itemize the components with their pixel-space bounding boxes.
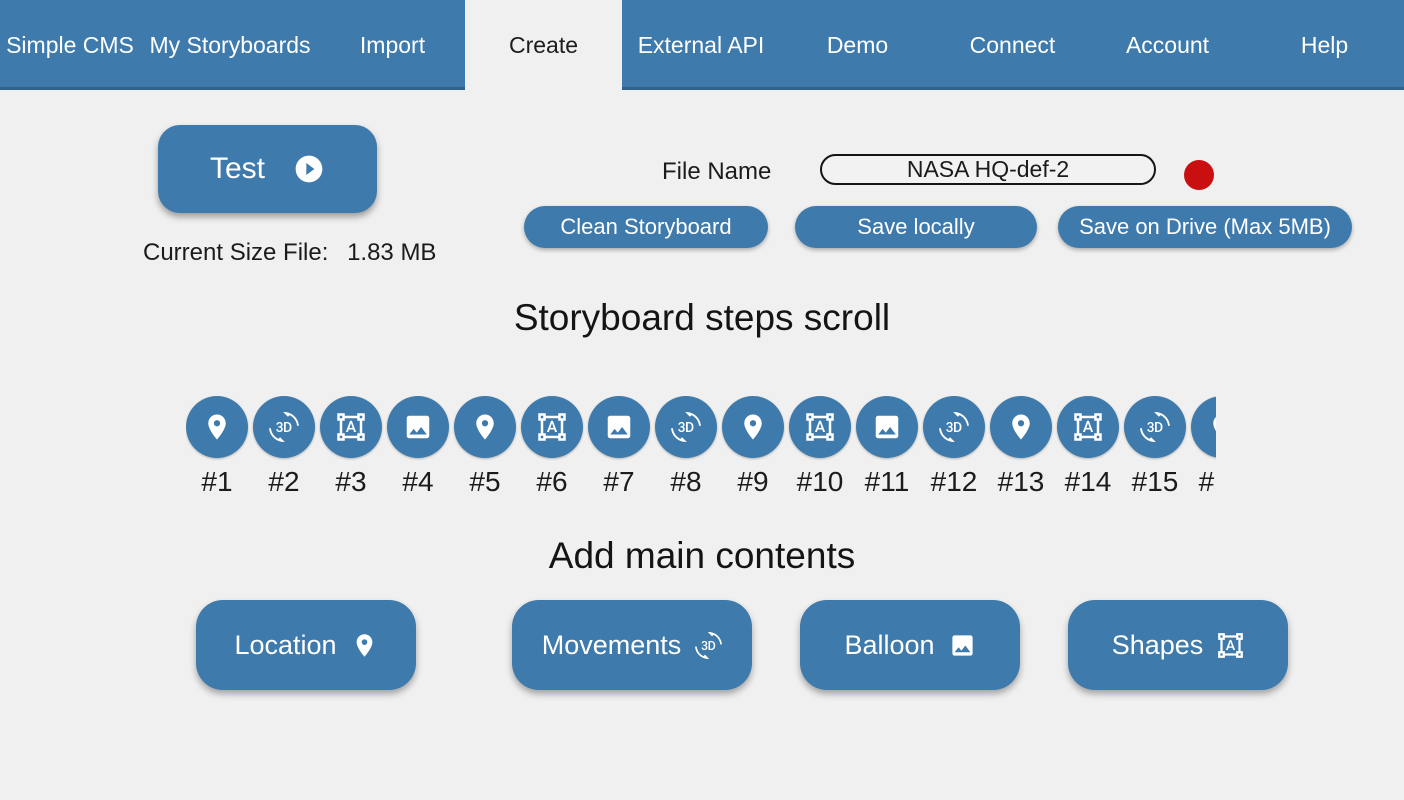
3d-rotation-icon[interactable] (1124, 396, 1186, 458)
step-label: #5 (469, 466, 501, 497)
shapes-button[interactable]: Shapes (1068, 600, 1288, 690)
balloon-button[interactable]: Balloon (800, 600, 1020, 690)
step-item: #14 (1057, 396, 1119, 501)
step-label: #10 (796, 466, 844, 497)
step-item: #6 (521, 396, 583, 501)
step-label: #12 (930, 466, 978, 497)
movements-button[interactable]: Movements (512, 600, 752, 690)
step-item: #10 (789, 396, 851, 501)
step-item: #4 (387, 396, 449, 501)
content-button-label: Shapes (1111, 629, 1204, 660)
nav-item-import[interactable]: Import (359, 31, 426, 58)
save-on-drive-button[interactable]: Save on Drive (Max 5MB) (1058, 206, 1352, 248)
current-size-value: 1.83 MB (347, 239, 437, 266)
step-item: #9 (722, 396, 784, 501)
nav-item-account[interactable]: Account (1125, 31, 1210, 58)
step-label: #6 (536, 466, 568, 497)
storyboard-steps-title: Storyboard steps scroll (513, 297, 891, 338)
step-item: #5 (454, 396, 516, 501)
format-shapes-icon[interactable] (320, 396, 382, 458)
clean-storyboard-label: Clean Storyboard (560, 214, 732, 239)
format-shapes-icon (1217, 632, 1244, 659)
storyboard-steps-scroll[interactable]: #1 #2 #3 #4 #5 #6 #7 #8 #9 #10 #11 #12 #13 #14 #15 #16 (186, 396, 1216, 501)
content-button-label: Balloon (844, 629, 935, 660)
step-label: #11 (864, 466, 910, 497)
image-icon[interactable] (588, 396, 650, 458)
location-pin-icon (351, 632, 378, 659)
image-icon[interactable] (856, 396, 918, 458)
record-status-dot (1184, 160, 1214, 190)
create-page: Test Current Size File: 1.83 MB File Nam… (0, 90, 1404, 800)
3d-rotation-icon[interactable] (253, 396, 315, 458)
file-name-input[interactable] (820, 154, 1156, 185)
test-button[interactable]: Test (158, 125, 377, 213)
step-label: #2 (268, 466, 300, 497)
clean-storyboard-button[interactable]: Clean Storyboard (524, 206, 768, 248)
nav-item-connect[interactable]: Connect (969, 31, 1056, 58)
content-buttons-row: Location Movements Balloon Shapes (0, 600, 1404, 690)
format-shapes-icon[interactable] (789, 396, 851, 458)
3d-rotation-icon[interactable] (655, 396, 717, 458)
step-label: #16 (1198, 466, 1216, 497)
nav-item-simple-cms[interactable]: Simple CMS (6, 31, 134, 58)
step-label: #4 (402, 466, 434, 497)
step-item: #3 (320, 396, 382, 501)
step-label: #8 (670, 466, 702, 497)
step-item: #8 (655, 396, 717, 501)
step-label: #14 (1064, 466, 1112, 497)
location-pin-icon[interactable] (186, 396, 248, 458)
file-name-label: File Name (662, 158, 772, 185)
step-label: #3 (335, 466, 367, 497)
3d-rotation-icon[interactable] (923, 396, 985, 458)
save-on-drive-label: Save on Drive (Max 5MB) (1079, 214, 1331, 239)
step-label: #1 (201, 466, 233, 497)
current-size-label: Current Size File: (143, 239, 329, 266)
step-item: #12 (923, 396, 985, 501)
step-label: #7 (603, 466, 635, 497)
content-button-label: Location (234, 629, 337, 660)
step-item: #11 (856, 396, 918, 501)
play-circle-icon (293, 153, 325, 185)
step-item: #2 (253, 396, 315, 501)
location-pin-icon[interactable] (990, 396, 1052, 458)
test-button-label: Test (209, 152, 266, 185)
step-item: #7 (588, 396, 650, 501)
location-pin-icon[interactable] (1191, 396, 1216, 458)
add-main-contents-title: Add main contents (548, 535, 856, 576)
nav-item-demo[interactable]: Demo (826, 31, 889, 58)
nav-item-my-storyboards[interactable]: My Storyboards (149, 31, 311, 58)
save-locally-button[interactable]: Save locally (795, 206, 1037, 248)
step-item: #1 (186, 396, 248, 501)
step-item: #15 (1124, 396, 1186, 501)
step-label: #15 (1131, 466, 1179, 497)
content-button-label: Movements (541, 629, 682, 660)
location-button[interactable]: Location (196, 600, 416, 690)
nav-item-help[interactable]: Help (1300, 31, 1349, 58)
step-item: #13 (990, 396, 1052, 501)
format-shapes-icon[interactable] (1057, 396, 1119, 458)
3d-rotation-icon (695, 631, 723, 659)
step-label: #9 (737, 466, 769, 497)
image-icon[interactable] (387, 396, 449, 458)
format-shapes-icon[interactable] (521, 396, 583, 458)
step-item: #16 (1191, 396, 1216, 501)
image-icon (949, 632, 976, 659)
location-pin-icon[interactable] (454, 396, 516, 458)
step-label: #13 (997, 466, 1045, 497)
navbar: Simple CMS My Storyboards Import Create Exte… (0, 0, 1404, 90)
save-locally-label: Save locally (857, 214, 975, 239)
current-size-line: Current Size File: 1.83 MB (143, 239, 436, 267)
location-pin-icon[interactable] (722, 396, 784, 458)
nav-item-create[interactable]: Create (465, 0, 622, 90)
nav-item-external-api[interactable]: External API (637, 31, 765, 58)
